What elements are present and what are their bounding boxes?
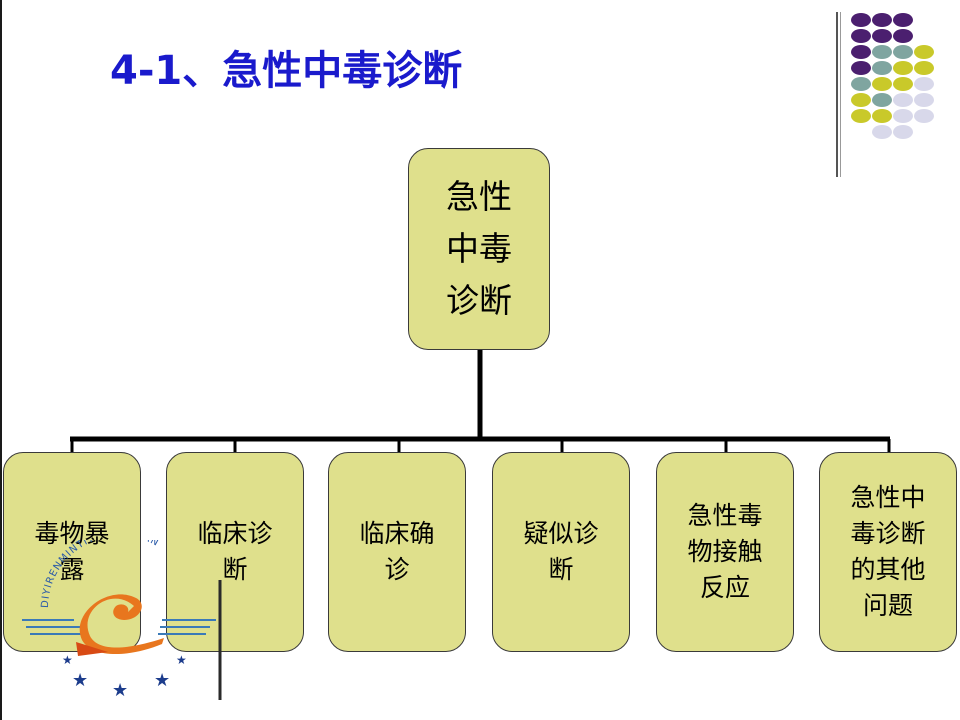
child-node-6: 急性中 毒诊断 的其他 问题 xyxy=(819,452,957,652)
decor-dot xyxy=(872,29,892,43)
svg-text:★: ★ xyxy=(62,653,73,667)
decor-dot xyxy=(893,13,913,27)
decor-dot xyxy=(893,125,913,139)
child-node-label: 急性中 毒诊断 的其他 问题 xyxy=(850,483,926,620)
decor-dot xyxy=(872,125,892,139)
decor-dot xyxy=(893,77,913,91)
decor-dot xyxy=(893,29,913,43)
svg-text:★: ★ xyxy=(154,670,170,691)
decor-dot xyxy=(872,13,892,27)
decor-dot xyxy=(872,77,892,91)
decor-dot xyxy=(893,61,913,75)
svg-text:★: ★ xyxy=(72,670,88,691)
decor-dot xyxy=(851,109,871,123)
svg-text:DIYIRENMINTIYUANJITUAN: DIYIRENMINTIYUANJITUAN xyxy=(40,540,161,608)
root-node-label: 急性 中毒 诊断 xyxy=(446,177,512,320)
child-node-1: 毒物暴 露 xyxy=(3,452,141,652)
decor-dot xyxy=(851,45,871,59)
child-node-label: 疑似诊 断 xyxy=(523,519,599,584)
decor-dot-grid xyxy=(851,13,934,139)
decor-dot xyxy=(893,109,913,123)
child-node-label: 临床确 诊 xyxy=(359,519,435,584)
child-node-3: 临床确 诊 xyxy=(328,452,466,652)
decor-dot xyxy=(851,29,871,43)
decor-dot xyxy=(914,61,934,75)
left-border-line xyxy=(0,0,2,720)
decor-vertical-rule-thin xyxy=(840,12,841,177)
child-node-label: 毒物暴 露 xyxy=(34,519,110,584)
decor-dot xyxy=(872,93,892,107)
decor-dot xyxy=(851,13,871,27)
decor-dot xyxy=(893,93,913,107)
logo-ring-text: DIYIRENMINTIYUANJITUAN xyxy=(40,540,160,608)
child-node-2: 临床诊 断 xyxy=(166,452,304,652)
decor-dot xyxy=(914,45,934,59)
institution-logo-icon: DIYIRENMINTIYUANJITUAN ★ ★ ★ ★ ★ xyxy=(22,540,222,700)
slide-title: 4-1、急性中毒诊断 xyxy=(110,48,463,94)
decor-dot xyxy=(872,109,892,123)
decor-dot xyxy=(872,61,892,75)
decor-dot xyxy=(893,45,913,59)
decor-dot xyxy=(914,77,934,91)
decor-dot xyxy=(851,93,871,107)
decor-dot xyxy=(851,77,871,91)
decor-dot xyxy=(851,61,871,75)
child-node-5: 急性毒 物接触 反应 xyxy=(656,452,794,652)
svg-text:★: ★ xyxy=(176,653,187,667)
child-node-4: 疑似诊 断 xyxy=(492,452,630,652)
svg-text:★: ★ xyxy=(112,680,128,700)
root-node: 急性 中毒 诊断 xyxy=(408,148,550,350)
decor-dot xyxy=(914,109,934,123)
decor-dot xyxy=(914,93,934,107)
child-node-label: 急性毒 物接触 反应 xyxy=(687,501,763,602)
decor-dot xyxy=(872,45,892,59)
child-node-label: 临床诊 断 xyxy=(197,519,273,584)
decor-vertical-rule xyxy=(836,12,838,177)
